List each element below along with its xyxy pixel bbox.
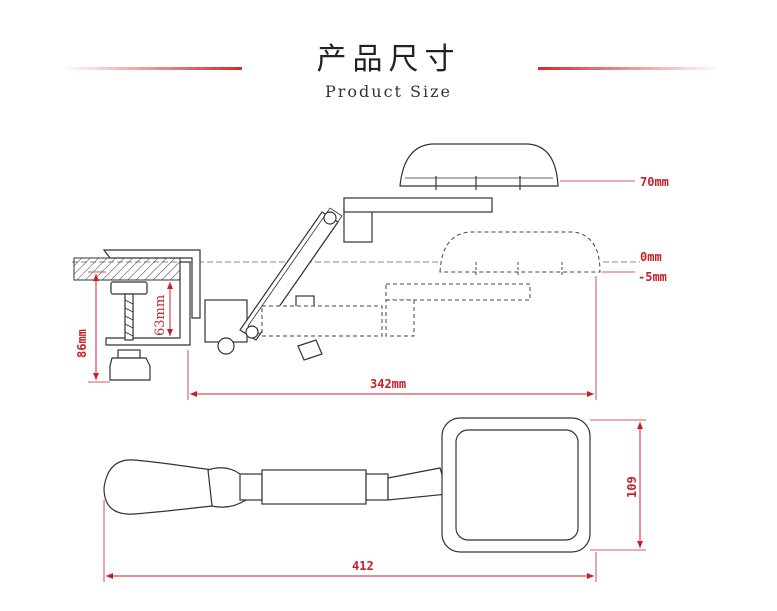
armrest-pad-lowered: [439, 231, 601, 273]
page-subtitle: Product Size: [324, 82, 453, 101]
clamp-pad: [110, 281, 148, 295]
lowered-top-bar: [385, 283, 531, 301]
dim-label-109: 109: [625, 476, 639, 498]
arm-joint-upper: [323, 211, 337, 225]
screw-thread: [124, 299, 134, 337]
lowered-arm-bar: [261, 305, 383, 337]
header: 产品尺寸 Product Size: [0, 0, 777, 110]
armrest-pad-top: [399, 143, 559, 187]
top-view: 109 412: [103, 417, 646, 582]
clamp-washer: [117, 349, 141, 359]
dim-label-86: 86mm: [75, 329, 89, 358]
armrest-pins: [435, 176, 521, 190]
arm-joint-lower: [245, 325, 259, 339]
header-rule-right: [538, 67, 720, 70]
top-arm-neck: [387, 467, 449, 501]
dim-label-0: 0mm: [640, 250, 662, 264]
dim-label-412: 412: [352, 559, 374, 573]
clamp-frame: [105, 261, 191, 346]
dim-label-70: 70mm: [640, 175, 669, 189]
armrest-pins-lowered: [475, 262, 563, 276]
top-joint-right: [365, 473, 389, 501]
clamp-top-jaw: [102, 249, 201, 319]
arm-top-bar: [343, 197, 493, 213]
arm-lock-knob: [297, 339, 323, 361]
lowered-head: [385, 299, 415, 337]
arm-head: [343, 207, 373, 243]
side-view: 70mm 0mm -5mm 86mm 63mm 342mm: [72, 143, 669, 400]
dim-label-342: 342mm: [370, 377, 406, 391]
top-joint-left: [239, 473, 263, 501]
clamp-paddle: [103, 459, 213, 515]
desk-edge: [73, 257, 181, 281]
page-title: 产品尺寸: [316, 42, 461, 77]
mount-plate: [204, 299, 248, 343]
dim-label-63: 63mm: [153, 295, 168, 336]
clamp-knob: [109, 357, 151, 381]
mount-pivot: [217, 337, 235, 355]
dim-label-minus5: -5mm: [638, 270, 667, 284]
header-rule-left: [62, 67, 242, 70]
clamp-screw: [124, 293, 134, 341]
top-pad-inner: [455, 429, 579, 541]
top-arm-bar: [261, 469, 367, 505]
